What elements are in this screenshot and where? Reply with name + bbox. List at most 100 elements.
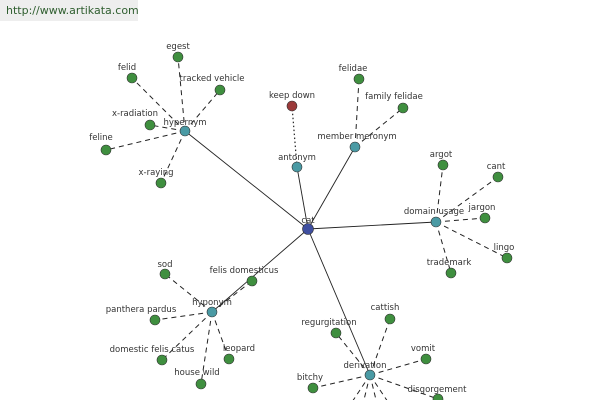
node-domestic-felis-catus[interactable]: domestic felis catus — [110, 345, 195, 366]
node-marker-member-meronym[interactable] — [349, 141, 361, 153]
node-marker-jargon[interactable] — [479, 212, 491, 224]
node-label-x-raying[interactable]: x-raying — [139, 168, 174, 178]
node-label-felis-domesticus[interactable]: felis domesticus — [210, 266, 279, 276]
node-cat[interactable]: cat — [301, 216, 315, 235]
node-felis-domesticus[interactable]: felis domesticus — [210, 266, 279, 287]
node-marker-house-wild[interactable] — [195, 378, 207, 390]
node-marker-leopard[interactable] — [223, 353, 235, 365]
node-feline[interactable]: feline — [89, 133, 113, 156]
node-label-leopard[interactable]: leopard — [223, 344, 255, 354]
node-label-sod[interactable]: sod — [157, 260, 172, 270]
node-label-keep-down[interactable]: keep down — [269, 91, 315, 101]
node-label-egest[interactable]: egest — [166, 42, 190, 52]
node-jargon[interactable]: jargon — [468, 203, 496, 224]
node-label-antonym[interactable]: antonym — [278, 153, 316, 163]
node-marker-regurgitation[interactable] — [330, 327, 342, 339]
node-label-cat[interactable]: cat — [301, 216, 315, 226]
node-label-x-radiation[interactable]: x-radiation — [112, 109, 158, 119]
node-bitchy[interactable]: bitchy — [297, 373, 323, 394]
node-member-meronym[interactable]: member meronym — [317, 132, 397, 153]
node-family-felidae[interactable]: family felidae — [365, 92, 423, 114]
node-label-derivation[interactable]: derivation — [343, 361, 386, 371]
node-label-argot[interactable]: argot — [430, 150, 453, 160]
node-marker-derivation[interactable] — [364, 369, 376, 381]
node-label-regurgitation[interactable]: regurgitation — [301, 318, 356, 328]
node-label-cattish[interactable]: cattish — [371, 303, 400, 313]
node-hyponym[interactable]: hyponym — [192, 298, 232, 318]
node-marker-family-felidae[interactable] — [397, 102, 409, 114]
node-marker-cattish[interactable] — [384, 313, 396, 325]
node-label-member-meronym[interactable]: member meronym — [317, 132, 396, 142]
node-domain-usage[interactable]: domain usage — [404, 207, 464, 228]
node-derivation[interactable]: derivation — [343, 361, 387, 381]
node-marker-panthera-pardus[interactable] — [149, 314, 161, 326]
node-label-family-felidae[interactable]: family felidae — [365, 92, 423, 102]
node-label-feline[interactable]: feline — [89, 133, 113, 143]
node-sod[interactable]: sod — [157, 260, 173, 280]
node-label-panthera-pardus[interactable]: panthera pardus — [106, 305, 177, 315]
node-x-raying[interactable]: x-raying — [139, 168, 174, 189]
node-disgorgement[interactable]: disgorgement — [408, 385, 468, 400]
edge-hyponym-to-sod — [164, 273, 213, 313]
node-house-wild[interactable]: house wild — [174, 368, 220, 390]
node-label-trademark[interactable]: trademark — [427, 258, 472, 268]
node-tracked-vehicle[interactable]: tracked vehicle — [180, 74, 245, 96]
node-cattish[interactable]: cattish — [371, 303, 400, 325]
node-marker-x-raying[interactable] — [155, 177, 167, 189]
node-panthera-pardus[interactable]: panthera pardus — [106, 305, 177, 326]
node-label-domain-usage[interactable]: domain usage — [404, 207, 464, 217]
node-marker-felis-domesticus[interactable] — [246, 275, 258, 287]
node-label-lingo[interactable]: lingo — [494, 243, 515, 253]
node-marker-cat[interactable] — [302, 223, 314, 235]
node-lingo[interactable]: lingo — [494, 243, 515, 264]
node-vomit[interactable]: vomit — [411, 344, 436, 365]
node-felidae[interactable]: felidae — [339, 64, 368, 85]
node-label-jargon[interactable]: jargon — [468, 203, 496, 213]
edge-derivation-to-cattish — [369, 318, 391, 376]
node-label-bitchy[interactable]: bitchy — [297, 373, 323, 383]
node-label-cant[interactable]: cant — [487, 162, 506, 172]
node-marker-bitchy[interactable] — [307, 382, 319, 394]
node-marker-felid[interactable] — [126, 72, 138, 84]
node-marker-egest[interactable] — [172, 51, 184, 63]
node-cant[interactable]: cant — [487, 162, 506, 183]
node-label-vomit[interactable]: vomit — [411, 344, 436, 354]
node-marker-hyponym[interactable] — [206, 306, 218, 318]
node-marker-cant[interactable] — [492, 171, 504, 183]
node-label-tracked-vehicle[interactable]: tracked vehicle — [180, 74, 245, 84]
node-marker-feline[interactable] — [100, 144, 112, 156]
node-marker-domestic-felis-catus[interactable] — [156, 354, 168, 366]
node-marker-x-radiation[interactable] — [144, 119, 156, 131]
node-label-disgorgement[interactable]: disgorgement — [408, 385, 468, 395]
node-label-domestic-felis-catus[interactable]: domestic felis catus — [110, 345, 195, 355]
edge-cat-to-domain-usage — [307, 221, 437, 230]
node-marker-hypernym[interactable] — [179, 125, 191, 137]
node-marker-felidae[interactable] — [353, 73, 365, 85]
source-url-banner[interactable]: http://www.artikata.com — [0, 0, 138, 21]
node-marker-argot[interactable] — [437, 159, 449, 171]
node-marker-tracked-vehicle[interactable] — [214, 84, 226, 96]
node-marker-keep-down[interactable] — [286, 100, 298, 112]
node-label-hypernym[interactable]: hypernym — [163, 118, 206, 128]
node-marker-vomit[interactable] — [420, 353, 432, 365]
node-regurgitation[interactable]: regurgitation — [301, 318, 357, 339]
node-marker-domain-usage[interactable] — [430, 216, 442, 228]
node-felid[interactable]: felid — [118, 63, 138, 84]
node-label-felid[interactable]: felid — [118, 63, 136, 73]
node-marker-lingo[interactable] — [501, 252, 513, 264]
node-antonym[interactable]: antonym — [278, 153, 316, 173]
node-hypernym[interactable]: hypernym — [163, 118, 207, 137]
node-marker-disgorgement[interactable] — [432, 393, 444, 400]
node-trademark[interactable]: trademark — [427, 258, 472, 279]
node-label-hyponym[interactable]: hyponym — [192, 298, 232, 308]
node-x-radiation[interactable]: x-radiation — [112, 109, 158, 131]
node-leopard[interactable]: leopard — [223, 344, 255, 365]
node-argot[interactable]: argot — [430, 150, 453, 171]
node-label-felidae[interactable]: felidae — [339, 64, 368, 74]
node-marker-antonym[interactable] — [291, 161, 303, 173]
node-marker-trademark[interactable] — [445, 267, 457, 279]
node-keep-down[interactable]: keep down — [269, 91, 315, 112]
node-marker-sod[interactable] — [159, 268, 171, 280]
node-label-house-wild[interactable]: house wild — [174, 368, 219, 378]
node-egest[interactable]: egest — [166, 42, 190, 63]
